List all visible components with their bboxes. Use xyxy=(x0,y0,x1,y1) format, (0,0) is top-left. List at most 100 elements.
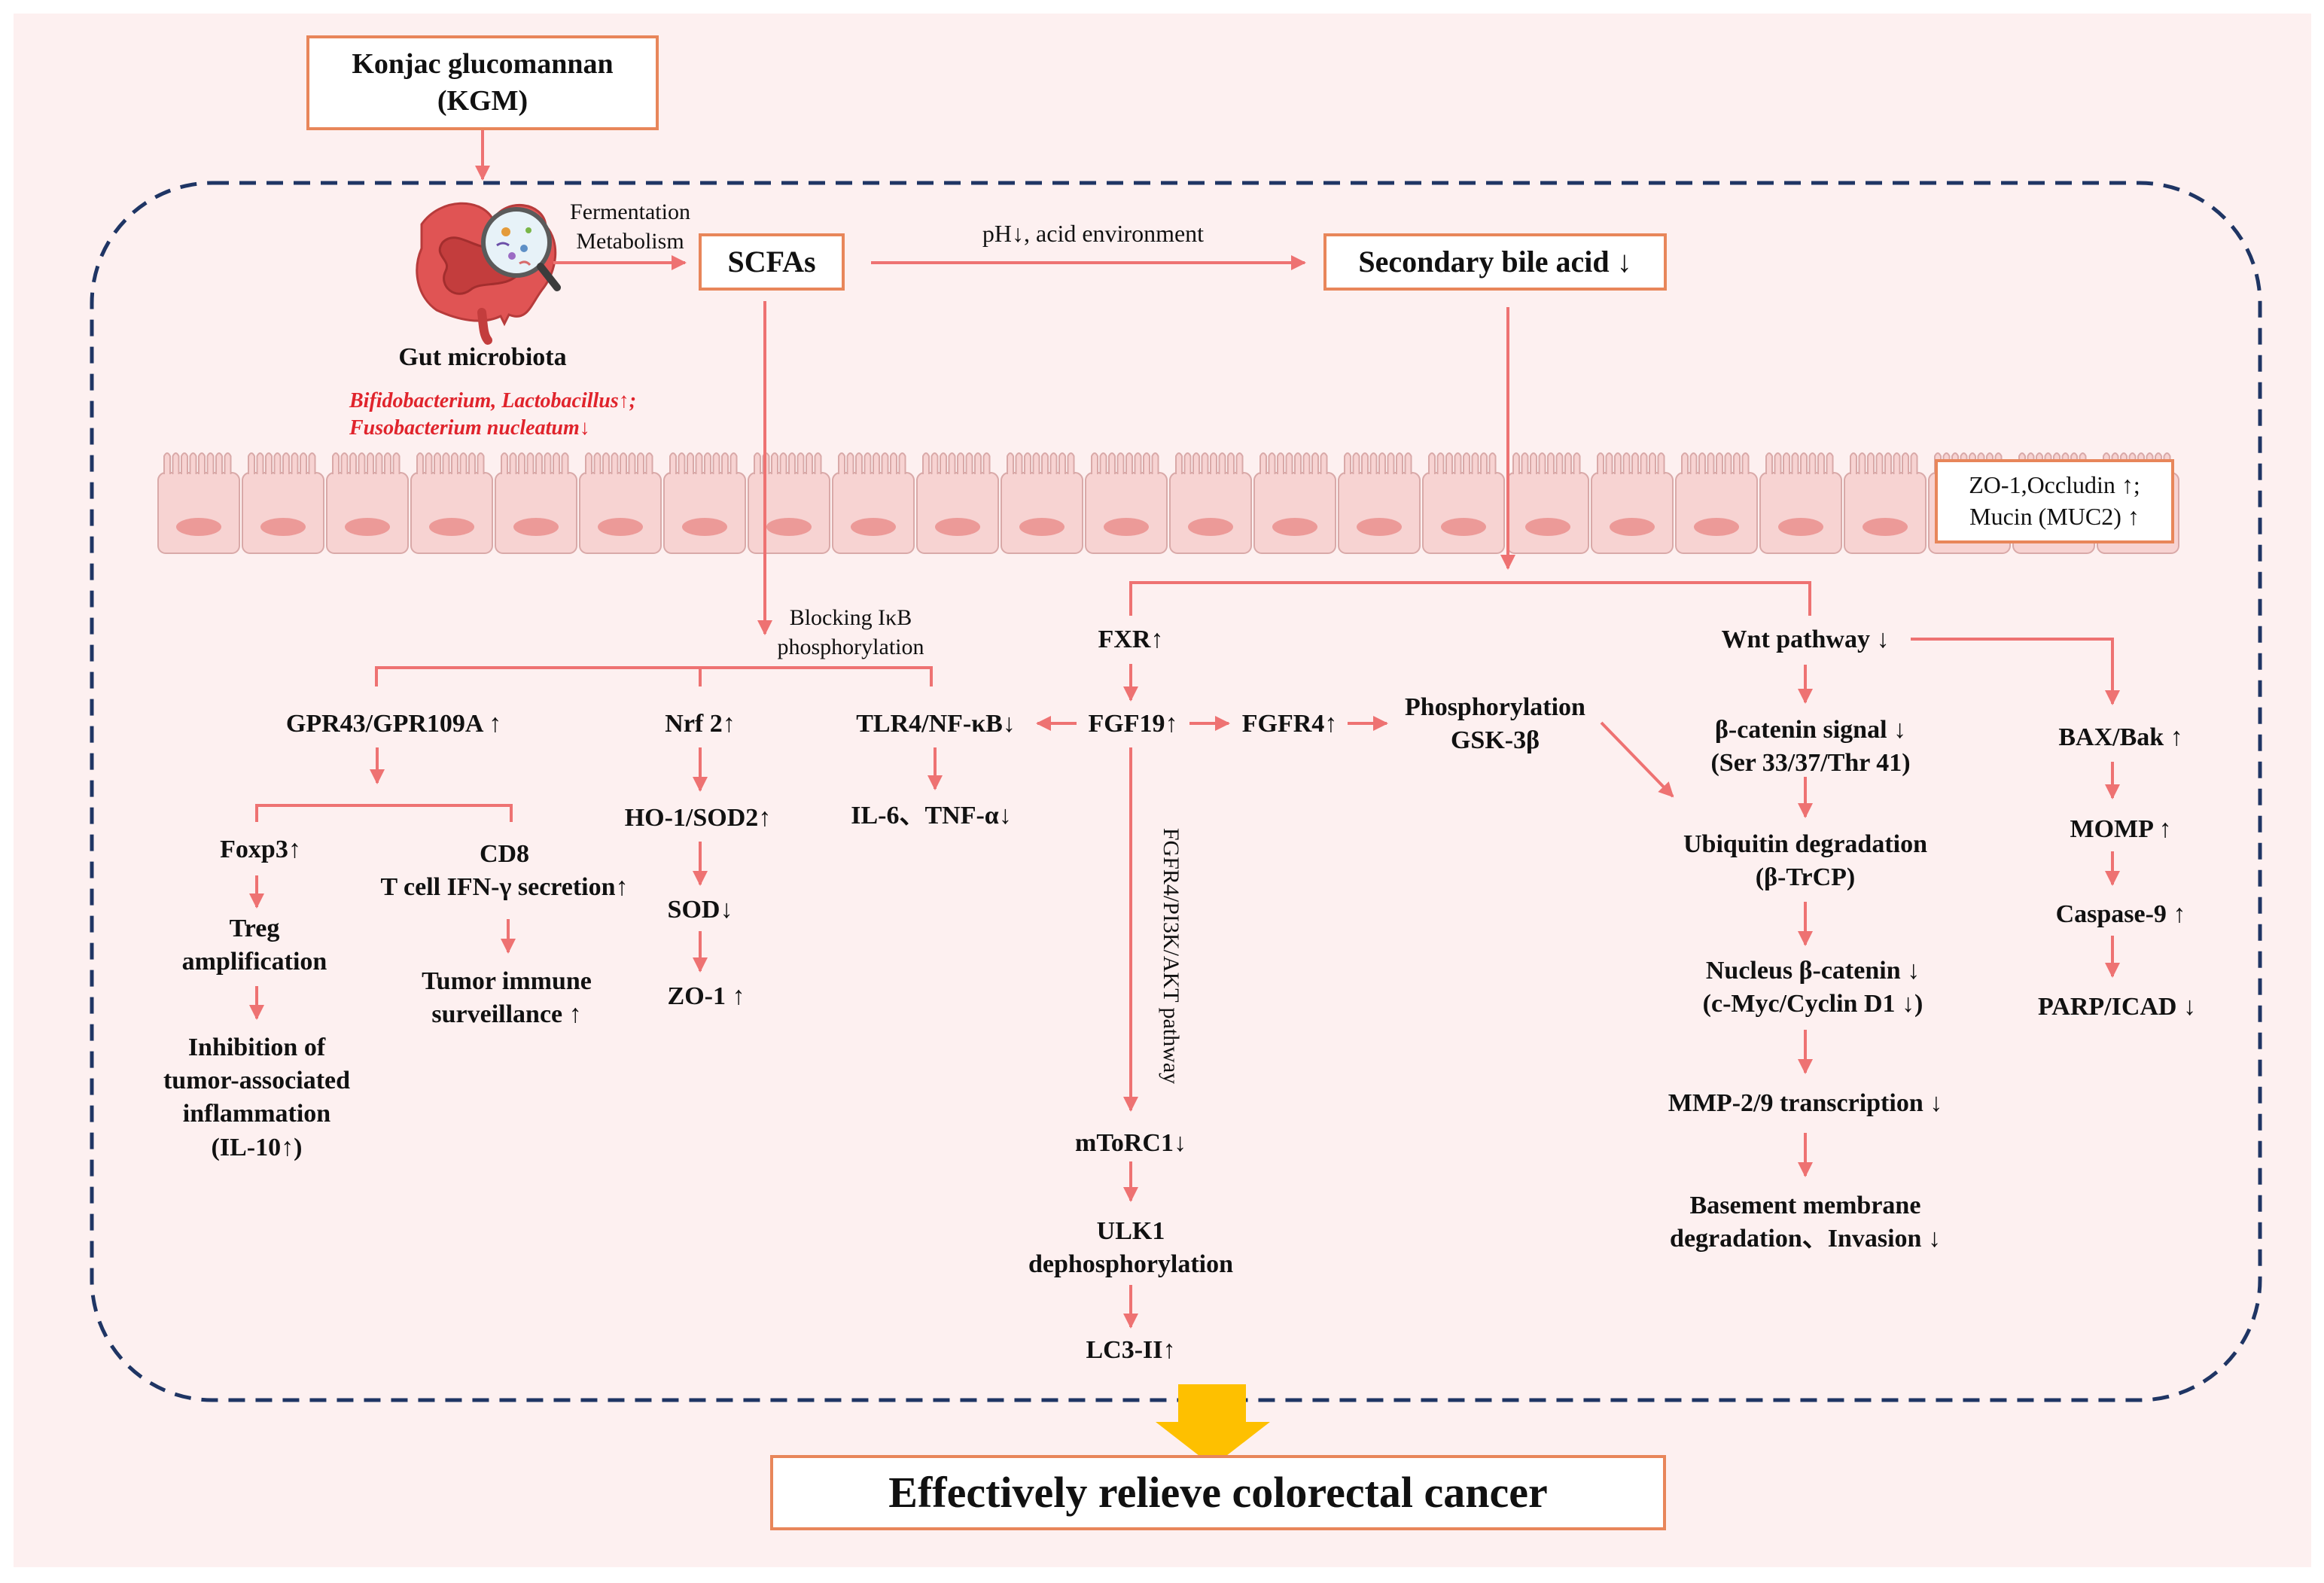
microvillus xyxy=(1024,452,1031,474)
microvillus xyxy=(712,452,720,474)
microvillus xyxy=(1800,452,1808,474)
microvillus xyxy=(509,452,517,474)
microvillus xyxy=(273,452,282,474)
microvillus xyxy=(593,452,602,474)
microvillus xyxy=(1564,452,1572,474)
microvillus xyxy=(1235,452,1244,474)
outcome-box: Effectively relieve colorectal cancer xyxy=(770,1455,1666,1530)
cell-nucleus xyxy=(682,518,727,536)
gpr43-node: GPR43/GPR109A ↑ xyxy=(285,710,502,738)
microvillus xyxy=(1597,452,1604,474)
microvillus xyxy=(838,452,845,474)
microvillus xyxy=(434,452,441,474)
microvillus xyxy=(189,452,197,474)
epithelial-cell xyxy=(1844,472,1927,554)
microvillus xyxy=(442,452,450,474)
microvillus xyxy=(1631,452,1639,474)
cd8-line-1: CD8 xyxy=(479,840,530,868)
intestinal-epithelium xyxy=(157,452,2179,554)
secondary-bile-acid-box: Secondary bile acid ↓ xyxy=(1323,233,1667,291)
treg-node: Treg amplification xyxy=(182,912,327,979)
epithelial-cell xyxy=(1759,472,1842,554)
microvillus xyxy=(291,452,299,474)
microvillus xyxy=(779,452,787,474)
barrier-line-1: ZO-1,Occludin ↑; xyxy=(1969,471,2140,499)
microvillus xyxy=(332,452,340,474)
microvillus xyxy=(1716,452,1723,474)
cell-nucleus xyxy=(176,518,221,536)
microvillus xyxy=(771,452,778,474)
microvillus xyxy=(796,452,805,474)
bracket-gpr-branches xyxy=(255,804,513,822)
microvillus xyxy=(1041,452,1049,474)
gsk3b-node: Phosphorylation GSK-3β xyxy=(1405,691,1585,757)
microvillus xyxy=(1614,452,1622,474)
ubiquitin-line-1: Ubiquitin degradation xyxy=(1683,830,1928,858)
microvillus xyxy=(308,452,316,474)
microvillus xyxy=(1032,452,1040,474)
cell-nucleus xyxy=(935,518,980,536)
microvillus xyxy=(535,452,543,474)
epithelial-cell xyxy=(832,472,915,554)
microvillus xyxy=(384,452,391,474)
inhibition-line-2: tumor-associated xyxy=(163,1067,351,1095)
fermentation-line-2: Metabolism xyxy=(576,229,684,254)
microvillus xyxy=(1015,452,1023,474)
gsk3b-line-2: GSK-3β xyxy=(1450,726,1540,755)
mtorc1-node: mToRC1↓ xyxy=(1075,1129,1186,1157)
microvillus xyxy=(468,452,476,474)
microvillus xyxy=(645,452,653,474)
microvillus xyxy=(1488,452,1497,474)
microvillus xyxy=(425,452,433,474)
microvillus xyxy=(561,452,569,474)
microvillus xyxy=(881,452,889,474)
microvillus xyxy=(1428,452,1436,474)
microvillus xyxy=(788,452,796,474)
microvillus xyxy=(1884,452,1892,474)
microvillus xyxy=(1218,452,1226,474)
microvillus xyxy=(611,452,619,474)
epithelial-cell xyxy=(326,472,409,554)
scfas-box: SCFAs xyxy=(699,233,845,291)
microvillus xyxy=(965,452,973,474)
microvillus xyxy=(1791,452,1799,474)
microvillus xyxy=(1134,452,1142,474)
microvillus xyxy=(198,452,206,474)
epithelial-cell xyxy=(916,472,999,554)
microvillus xyxy=(526,452,535,474)
microvillus xyxy=(1657,452,1665,474)
nucleus-line-2: (c-Myc/Cyclin D1 ↓) xyxy=(1702,990,1923,1018)
nrf2-node: Nrf 2↑ xyxy=(665,710,736,738)
arrow-wnt-bax xyxy=(1911,638,2120,705)
bcatenin-node: β-catenin signal ↓ (Ser 33/37/Thr 41) xyxy=(1710,714,1910,780)
microvillus xyxy=(678,452,686,474)
basement-node: Basement membrane degradation、Invasion ↓ xyxy=(1670,1189,1941,1256)
epithelial-cell xyxy=(157,472,240,554)
ulk1-node: ULK1 dephosphorylation xyxy=(1028,1215,1233,1281)
bax-bak-node: BAX/Bak ↑ xyxy=(2058,723,2183,751)
gsk3b-line-1: Phosphorylation xyxy=(1405,693,1585,721)
arrow-gsk-ubiquitin xyxy=(1600,721,1674,798)
microvillus xyxy=(172,452,180,474)
microvillus xyxy=(501,452,508,474)
mmp-node: MMP-2/9 transcription ↓ xyxy=(1668,1089,1943,1117)
kgm-line-2: (KGM) xyxy=(437,85,528,117)
microvillus xyxy=(628,452,636,474)
nucleus-line-1: Nucleus β-catenin ↓ xyxy=(1705,957,1920,985)
microvillus xyxy=(340,452,349,474)
microvillus xyxy=(754,452,761,474)
tlr4-node: TLR4/NF-κB↓ xyxy=(856,710,1016,738)
microvillus xyxy=(1302,452,1311,474)
microvillus xyxy=(1808,452,1817,474)
microvillus xyxy=(1369,452,1378,474)
microvillus xyxy=(1893,452,1901,474)
microvillus xyxy=(637,452,644,474)
bcatenin-line-2: (Ser 33/37/Thr 41) xyxy=(1710,749,1911,778)
sod-node: SOD↓ xyxy=(667,896,733,924)
microvillus xyxy=(392,452,401,474)
microvillus xyxy=(1183,452,1192,474)
microvillus xyxy=(1151,452,1159,474)
tumor-immune-line-1: Tumor immune xyxy=(422,967,592,995)
microvillus xyxy=(256,452,264,474)
